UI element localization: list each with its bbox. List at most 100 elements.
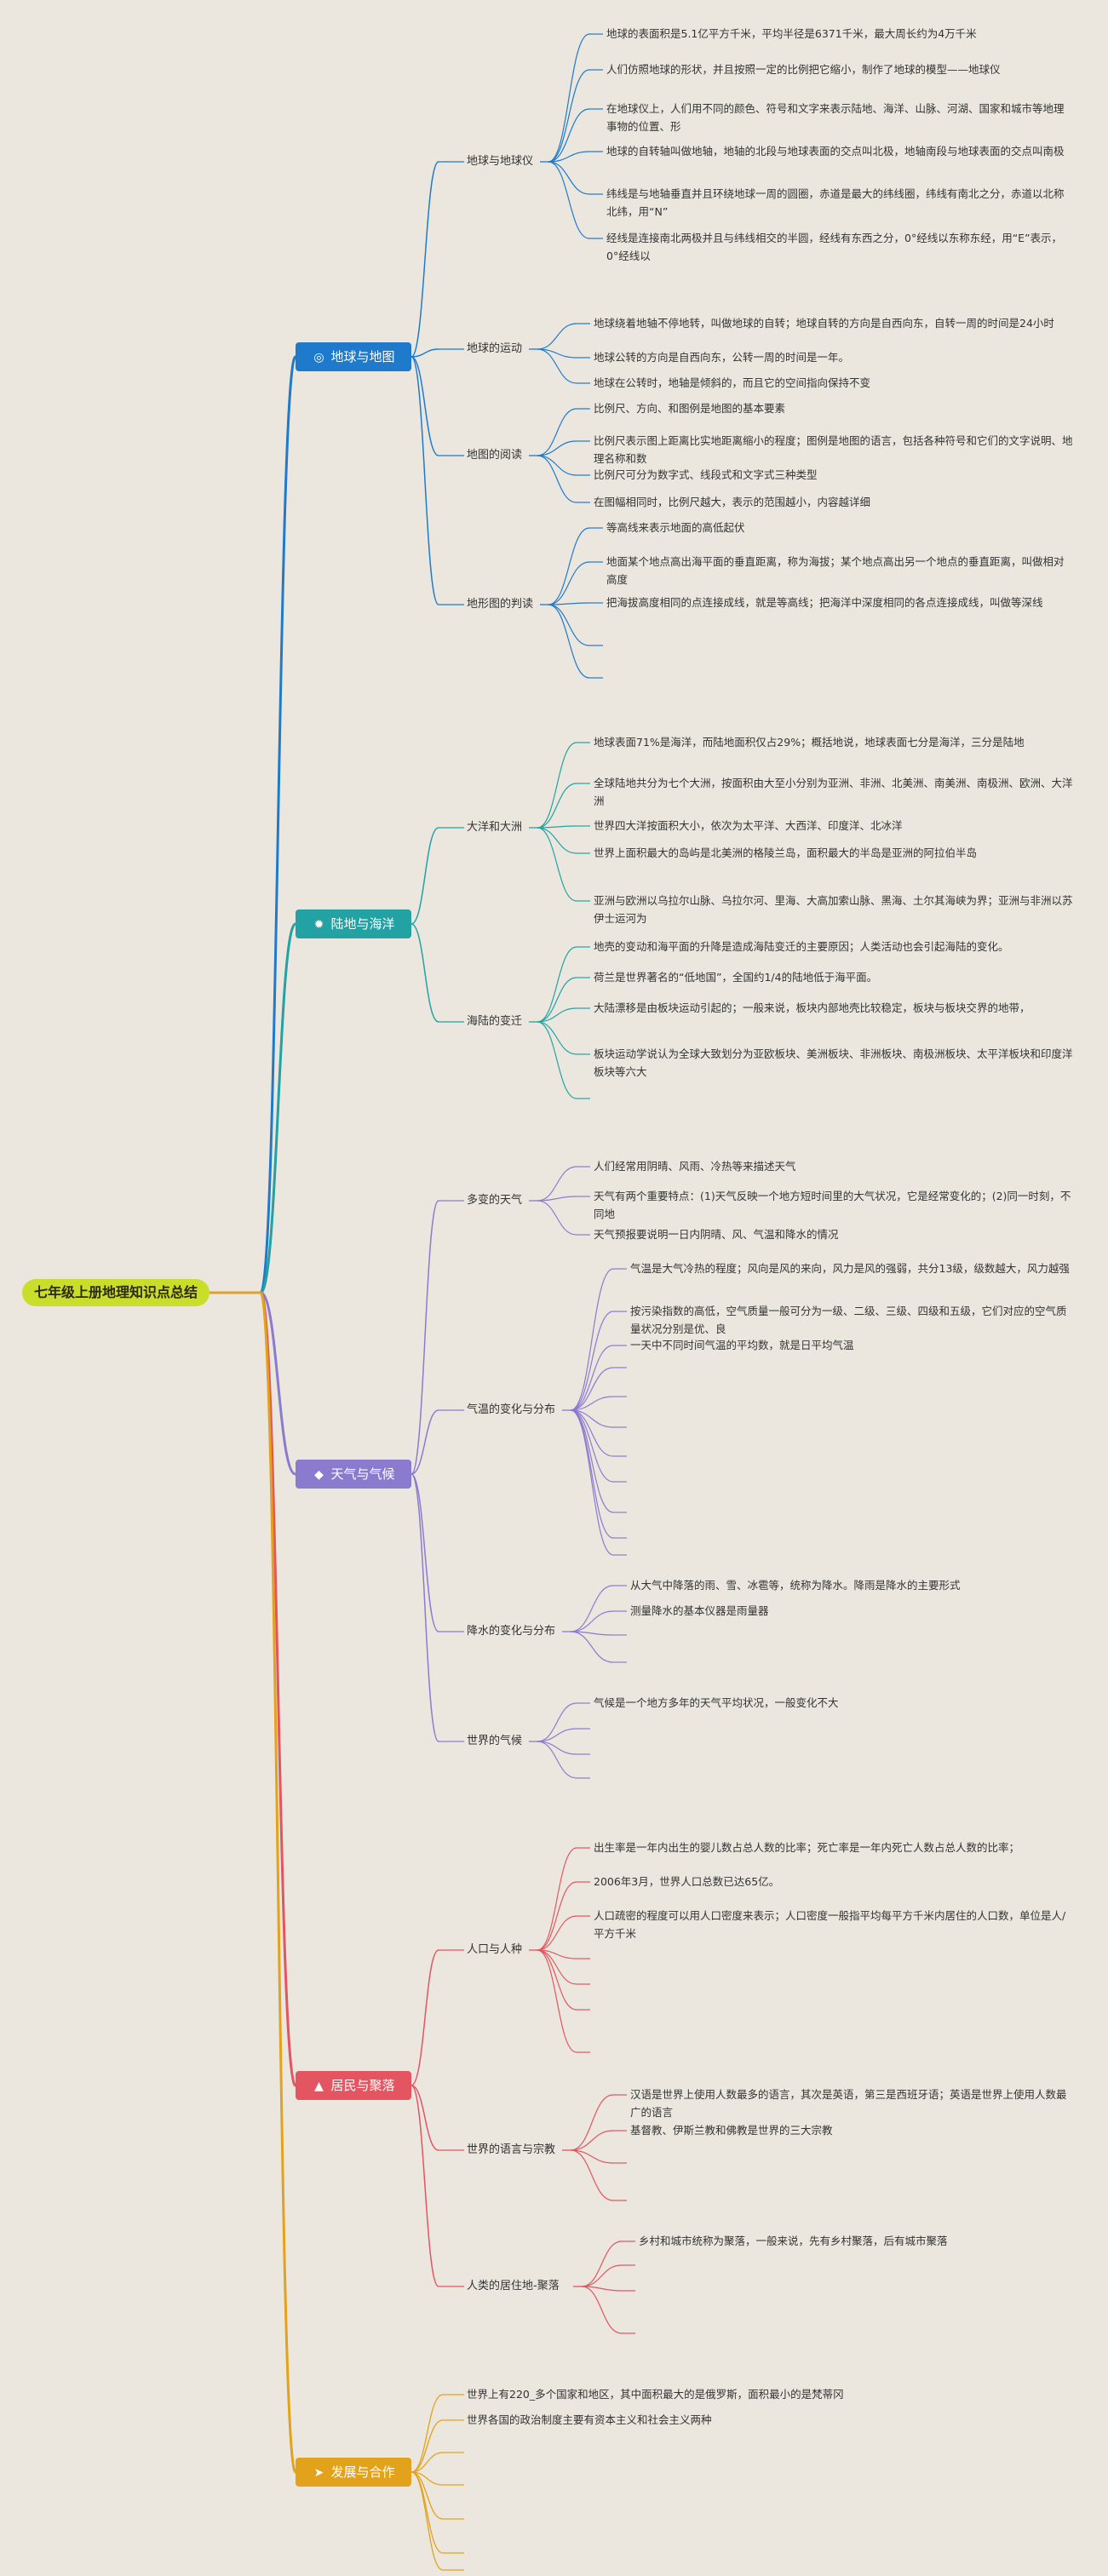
gem-icon: ◆ — [314, 1468, 324, 1482]
leaf-node[interactable]: 人们经常用阴晴、风雨、冷热等来描述天气 — [594, 1160, 796, 1173]
connector — [410, 348, 439, 358]
leaf-node[interactable]: 世界各国的政治制度主要有资本主义和社会主义两种 — [467, 2413, 712, 2426]
connector — [537, 1949, 577, 2053]
leaf-node[interactable]: 汉语是世界上使用人数最多的语言，其次是英语，第三是西班牙语；英语是世界上使用人数… — [630, 2088, 1067, 2119]
subtopic-node[interactable]: 地形图的判读 — [467, 598, 534, 611]
connector — [570, 1268, 614, 1411]
leaf-node[interactable]: 世界四大洋按面积大小，依次为太平洋、大西洋、印度洋、北冰洋 — [594, 819, 903, 832]
connector — [570, 1396, 614, 1411]
leaf-node[interactable]: 测量降水的基本仪器是雨量器 — [630, 1604, 769, 1617]
leaf-node[interactable]: 大陆漂移是由板块运动引起的；一般来说，板块内部地壳比较稳定，板块与板块交界的地带… — [594, 1001, 1030, 1014]
leaf-node[interactable]: 全球陆地共分为七个大洲，按面积由大至小分别为亚洲、非洲、北美洲、南美洲、南极洲、… — [594, 777, 1073, 807]
leaf-node[interactable]: 地球的表面积是5.1亿平方千米，平均半径是6371千米，最大周长约为4万千米 — [606, 27, 977, 40]
root-node[interactable]: 七年级上册地理知识点总结 — [22, 1279, 210, 1306]
leaf-node[interactable]: 荷兰是世界著名的“低地国”，全国约1/4的陆地低于海平面。 — [594, 971, 878, 984]
connector — [570, 1610, 614, 1632]
leaf-node[interactable]: 亚洲与欧洲以乌拉尔山脉、乌拉尔河、里海、大高加索山脉、黑海、土尔其海峡为界；亚洲… — [594, 894, 1073, 925]
subtopic-node[interactable]: 世界的语言与宗教 — [467, 2143, 556, 2156]
leaf-node[interactable]: 把海拔高度相同的点连接成线，就是等高线；把海洋中深度相同的各点连接成线，叫做等深… — [606, 596, 1043, 609]
connector — [410, 356, 439, 605]
subtopic-node[interactable]: 地球的运动 — [467, 342, 523, 355]
category-label: 陆地与海洋 — [330, 916, 395, 932]
subtopic-node[interactable]: 地球与地球仪 — [467, 155, 534, 168]
connector — [570, 1409, 614, 1539]
connector — [581, 2286, 623, 2292]
connector — [410, 2419, 444, 2473]
leaf-node[interactable]: 板块运动学说认为全球大致划分为亚欧板块、美洲板块、非洲板块、南极洲板块、太平洋板… — [594, 1047, 1073, 1078]
connector — [537, 1728, 577, 1742]
subtopic-node[interactable]: 气温的变化与分布 — [467, 1403, 556, 1416]
leaf-node[interactable]: 从大气中降落的雨、雪、冰雹等，统称为降水。降雨是降水的主要形式 — [630, 1579, 961, 1592]
leaf-node[interactable]: 比例尺可分为数字式、线段式和文字式三种类型 — [594, 468, 818, 481]
leaf-node[interactable]: 在地球仪上，人们用不同的颜色、符号和文字来表示陆地、海洋、山脉、河湖、国家和城市… — [606, 102, 1065, 133]
leaf-node[interactable]: 乡村和城市统称为聚落，一般来说，先有乡村聚落，后有城市聚落 — [639, 2235, 948, 2247]
connector — [570, 1367, 614, 1411]
connector — [259, 922, 297, 1294]
leaf-node[interactable]: 地球在公转时，地轴是倾斜的，而且它的空间指向保持不变 — [594, 376, 871, 389]
connector — [548, 151, 590, 163]
subtopic-node[interactable]: 人类的居住地-聚落 — [467, 2280, 560, 2292]
connector — [410, 1409, 439, 1475]
connector — [537, 1007, 577, 1023]
connector — [570, 2149, 614, 2201]
leaf-node[interactable]: 地球的自转轴叫做地轴，地轴的北段与地球表面的交点叫北极，地轴南段与地球表面的交点… — [606, 145, 1065, 158]
category-label: 居民与聚落 — [330, 2078, 395, 2093]
leaf-node[interactable]: 气温是大气冷热的程度；风向是风的来向，风力是风的强弱，共分13级，级数越大，风力… — [630, 1262, 1070, 1275]
leaf-node[interactable]: 天气有两个重要特点：(1)天气反映一个地方短时间里的大气状况，它是经常变化的；(… — [594, 1190, 1071, 1220]
leaf-node[interactable]: 地壳的变动和海平面的升降是造成海陆变迁的主要原因；人类活动也会引起海陆的变化。 — [594, 940, 1009, 953]
leaf-node[interactable]: 比例尺、方向、和图例是地图的基本要素 — [594, 402, 786, 415]
leaf-node[interactable]: 按污染指数的高低，空气质量一般可分为一级、二级、三级、四级和五级，它们对应的空气… — [630, 1305, 1067, 1335]
connector — [537, 1949, 577, 2011]
category-node[interactable]: ▲居民与聚落 — [296, 2071, 411, 2100]
leaf-node[interactable]: 地球绕着地轴不停地转，叫做地球的自转；地球自转的方向是自西向东，自转一周的时间是… — [594, 317, 1054, 330]
leaf-node[interactable]: 地球公转的方向是自西向东，公转一周的时间是一年。 — [594, 351, 850, 364]
subtopic-node[interactable]: 多变的天气 — [467, 1194, 523, 1207]
connector — [537, 1021, 577, 1055]
connector — [537, 1915, 577, 1951]
category-node[interactable]: ◆天气与气候 — [296, 1460, 411, 1489]
connector — [570, 1409, 614, 1428]
category-label: 地球与地图 — [330, 349, 395, 364]
subtopic-node[interactable]: 降水的变化与分布 — [467, 1625, 556, 1638]
connector — [581, 2286, 623, 2334]
leaf-node[interactable]: 2006年3月，世界人口总数已达65亿。 — [594, 1875, 780, 1888]
subtopic-node[interactable]: 人口与人种 — [467, 1943, 523, 1956]
leaf-node[interactable]: 出生率是一年内出生的婴儿数占总人数的比率；死亡率是一年内死亡人数占总人数的比率； — [594, 1841, 1020, 1854]
connector — [410, 2085, 439, 2151]
leaf-node[interactable]: 地球表面71%是海洋，而陆地面积仅占29%；概括地说，地球表面七分是海洋，三分是… — [594, 736, 1025, 749]
connector — [537, 1166, 577, 1202]
leaf-node[interactable]: 一天中不同时间气温的平均数，就是日平均气温 — [630, 1339, 854, 1351]
leaf-node[interactable]: 人们仿照地球的形状，并且按照一定的比例把它缩小，制作了地球的模型——地球仪 — [606, 63, 1001, 76]
leaf-node[interactable]: 等高线来表示地面的高低起伏 — [606, 521, 745, 534]
leaf-node[interactable]: 气候是一个地方多年的天气平均状况，一般变化不大 — [594, 1696, 839, 1709]
leaf-node[interactable]: 经线是连接南北两极并且与纬线相交的半圆，经线有东西之分，0°经线以东称东经，用“… — [606, 232, 1063, 262]
connector — [410, 2471, 444, 2571]
category-node[interactable]: ➤发展与合作 — [296, 2458, 411, 2487]
subtopic-node[interactable]: 大洋和大洲 — [467, 821, 523, 834]
category-node[interactable]: ◎ 地球与地图 — [296, 342, 411, 371]
connector — [537, 827, 577, 902]
category-node[interactable]: ✹陆地与海洋 — [296, 909, 411, 938]
subtopic-node[interactable]: 地图的阅读 — [467, 449, 523, 462]
globe-icon: ◎ — [313, 351, 324, 364]
connector — [537, 827, 577, 854]
leaf-node[interactable]: 人口疏密的程度可以用人口密度来表示；人口密度一般指平均每平方千米内居住的人口数，… — [594, 1909, 1066, 1940]
subtopic-node[interactable]: 世界的气候 — [467, 1735, 523, 1747]
leaf-node[interactable]: 世界上面积最大的岛屿是北美洲的格陵兰岛，面积最大的半岛是亚洲的阿拉伯半岛 — [594, 846, 978, 859]
leaf-node[interactable]: 在图幅相同时，比例尺越大，表示的范围越小，内容越详细 — [594, 496, 871, 508]
leaf-node[interactable]: 纬线是与地轴垂直并且环绕地球一周的圆圈，赤道是最大的纬线圈，纬线有南北之分，赤道… — [606, 187, 1065, 218]
subtopic-node[interactable]: 海陆的变迁 — [467, 1015, 523, 1028]
leaf-node[interactable]: 天气预报要说明一日内阴晴、风、气温和降水的情况 — [594, 1228, 839, 1241]
connector — [259, 1291, 297, 2474]
connector — [570, 1585, 614, 1632]
connector — [537, 783, 577, 829]
leaf-node[interactable]: 比例尺表示图上距离比实地距离缩小的程度；图例是地图的语言，包括各种符号和它们的文… — [594, 434, 1073, 465]
connector — [537, 1949, 577, 1985]
leaf-node[interactable]: 基督教、伊斯兰教和佛教是世界的三大宗教 — [630, 2124, 833, 2137]
connector — [581, 2240, 623, 2287]
leaf-node[interactable]: 地面某个地点高出海平面的垂直距离，称为海拔；某个地点高出另一个地点的垂直距离，叫… — [606, 555, 1065, 586]
connector — [570, 2094, 614, 2151]
leaf-node[interactable]: 世界上有220_多个国家和地区，其中面积最大的是俄罗斯，面积最小的是梵蒂冈 — [467, 2388, 844, 2401]
connector — [570, 1345, 614, 1411]
